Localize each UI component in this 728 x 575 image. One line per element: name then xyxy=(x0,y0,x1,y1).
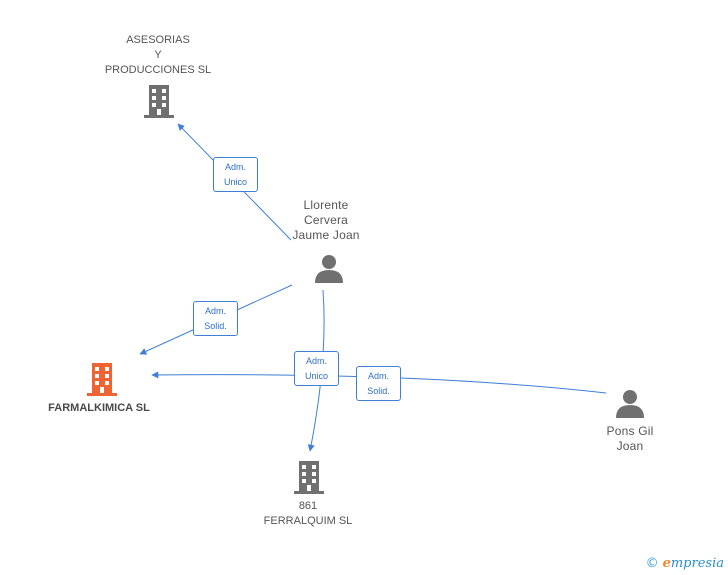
person-icon[interactable] xyxy=(615,388,645,418)
edge-label-pons-farmalkimica[interactable]: Adm. Solid. xyxy=(356,366,401,401)
brand-name: mpresia xyxy=(670,556,724,571)
node-label-pons: Pons Gil Joan xyxy=(606,424,654,453)
copyright-icon: © xyxy=(645,556,659,571)
node-label-ferralquim: 861 FERRALQUIM SL xyxy=(263,500,353,527)
building-icon[interactable] xyxy=(143,84,175,118)
node-label-llorente: Llorente Cervera Jaume Joan xyxy=(292,198,360,242)
brand-logo: ©empresia xyxy=(646,556,724,571)
node-label-asesorias: ASESORIAS Y PRODUCCIONES SL xyxy=(104,34,212,76)
person-icon[interactable] xyxy=(314,253,344,283)
building-icon[interactable] xyxy=(86,362,118,396)
edge-label-llorente-ferralquim[interactable]: Adm. Unico xyxy=(294,351,339,386)
building-icon[interactable] xyxy=(293,460,325,494)
node-label-farmalkimica: FARMALKIMICA SL xyxy=(48,402,150,414)
edge-label-llorente-farmalkimica[interactable]: Adm. Solid. xyxy=(193,301,238,336)
brand-e: e xyxy=(662,556,671,571)
edge-label-llorente-asesorias[interactable]: Adm. Unico xyxy=(213,157,258,192)
